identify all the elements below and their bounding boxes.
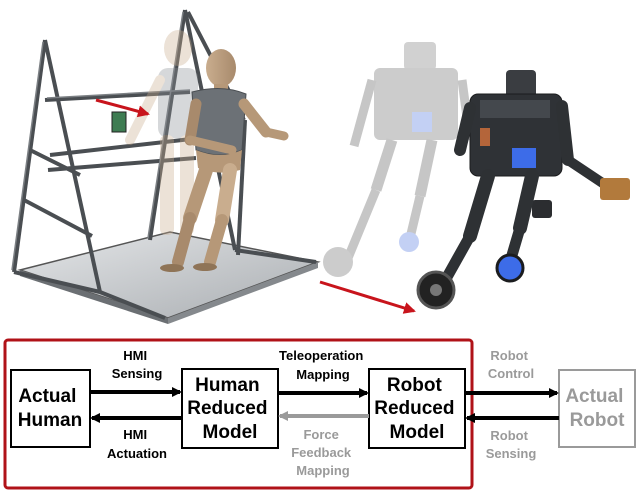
hmi-actuation-label-1: HMI bbox=[123, 427, 147, 442]
robot-illustration bbox=[319, 42, 630, 314]
hmi-actuation-label-2: Actuation bbox=[107, 446, 167, 461]
svg-text:Robot Reduced Mode: Robot Reduced Model bbox=[374, 375, 460, 443]
svg-text:HMI Actuation: HMI Actuation bbox=[107, 427, 167, 461]
human-reduced-model-label-3: Model bbox=[203, 422, 258, 443]
hmi-rig-illustration bbox=[11, 9, 321, 324]
robot-reduced-model-label-2: Reduced bbox=[374, 398, 454, 419]
robot-gripper bbox=[600, 178, 630, 200]
human-reduced-model-label-1: Human bbox=[195, 375, 259, 396]
robot-sensing-label-2: Sensing bbox=[486, 446, 537, 461]
human-reduced-model-block bbox=[181, 368, 279, 449]
actual-human-label-1: Actual bbox=[18, 386, 76, 407]
svg-text:Force Feedback Map: Force Feedback Mapping bbox=[291, 427, 355, 478]
human-head bbox=[206, 49, 236, 87]
robot-wheel-right bbox=[495, 253, 525, 283]
force-feedback-mapping-label-2: Feedback bbox=[291, 445, 352, 460]
svg-text:Robot Control: Robot Control bbox=[488, 348, 534, 381]
human-figure bbox=[160, 49, 289, 272]
teleoperation-block-diagram: Actual Human Human Reduced Model Robot R… bbox=[3, 338, 636, 490]
svg-text:Robot Sensing: Robot Sensing bbox=[486, 428, 537, 461]
robot-reduced-model-label-1: Robot bbox=[387, 375, 443, 396]
rig-base-plate bbox=[17, 231, 321, 319]
hmi-sensing-label-1: HMI bbox=[123, 348, 147, 363]
hmi-sensing-label-2: Sensing bbox=[112, 366, 163, 381]
rig-sensor-module bbox=[111, 111, 127, 133]
teleoperation-mapping-label-2: Mapping bbox=[296, 367, 349, 382]
force-feedback-mapping-label-3: Mapping bbox=[296, 463, 349, 478]
svg-text:Teleoperation Mapping: Teleoperation Mapping bbox=[279, 348, 367, 382]
robot-head bbox=[506, 70, 536, 98]
robot-solid bbox=[416, 70, 630, 310]
actual-human-label-2: Human bbox=[18, 410, 82, 431]
svg-text:HMI Sensing: HMI Sensing bbox=[112, 348, 163, 381]
robot-reduced-model-block bbox=[368, 368, 466, 449]
robot-control-label-2: Control bbox=[488, 366, 534, 381]
actual-robot-label-1: Actual bbox=[565, 386, 623, 407]
rig-frame bbox=[12, 9, 317, 320]
svg-text:Actual Robot: Actual Robot bbox=[565, 386, 628, 431]
teleoperation-mapping-label-1: Teleoperation bbox=[279, 348, 363, 363]
svg-text:Actual Human: Actual Human bbox=[18, 386, 82, 431]
human-motion-arrow bbox=[95, 98, 150, 118]
svg-text:Human Reduced Mode: Human Reduced Model bbox=[187, 375, 273, 443]
human-reduced-model-label-2: Reduced bbox=[187, 398, 267, 419]
robot-sensing-label-1: Robot bbox=[490, 428, 528, 443]
force-feedback-mapping-label-1: Force bbox=[303, 427, 338, 442]
actual-human-block bbox=[10, 369, 91, 448]
robot-battery-panel bbox=[512, 148, 536, 168]
actual-robot-block bbox=[558, 369, 636, 448]
robot-ghost bbox=[323, 42, 475, 277]
actual-robot-label-2: Robot bbox=[570, 410, 626, 431]
robot-motion-arrow bbox=[319, 280, 416, 314]
robot-reduced-model-label-3: Model bbox=[390, 422, 445, 443]
robot-control-label-1: Robot bbox=[490, 348, 528, 363]
